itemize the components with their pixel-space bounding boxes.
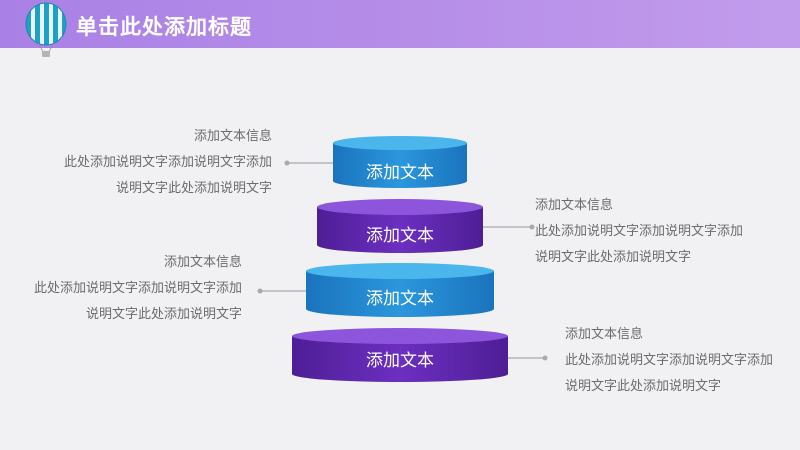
note-heading: 添加文本信息 [163, 255, 242, 270]
layer-disc-1[interactable] [333, 136, 467, 188]
note-heading: 添加文本信息 [565, 327, 644, 342]
header-bar: 单击此处添加标题 [0, 0, 800, 57]
layer-label-3: 添加文本 [366, 289, 434, 309]
note-line: 说明文字此处添加说明文字 [115, 181, 272, 196]
page-title[interactable]: 单击此处添加标题 [76, 15, 252, 39]
note-heading: 添加文本信息 [193, 129, 272, 144]
note-line: 说明文字此处添加说明文字 [85, 307, 242, 322]
layer-note-1: 添加文本信息 此处添加说明文字添加说明文字添加 说明文字此处添加说明文字 [64, 124, 272, 202]
layer-disc-3[interactable] [306, 263, 494, 317]
note-line: 此处添加说明文字添加说明文字添加 [535, 224, 744, 239]
connector-1 [284, 160, 333, 166]
note-heading: 添加文本信息 [535, 198, 614, 213]
note-line: 说明文字此处添加说明文字 [565, 379, 722, 394]
layer-disc-4[interactable] [292, 328, 508, 382]
layer-note-2: 添加文本信息 此处添加说明文字添加说明文字添加 说明文字此处添加说明文字 [535, 193, 743, 271]
connector-3 [257, 288, 312, 294]
layer-label-1: 添加文本 [366, 163, 434, 183]
layer-disc-2[interactable] [317, 199, 483, 253]
note-line: 此处添加说明文字添加说明文字添加 [33, 281, 242, 296]
layer-note-4: 添加文本信息 此处添加说明文字添加说明文字添加 说明文字此处添加说明文字 [565, 322, 773, 400]
layer-label-2: 添加文本 [366, 226, 434, 246]
note-line: 此处添加说明文字添加说明文字添加 [565, 353, 774, 368]
layer-note-3: 添加文本信息 此处添加说明文字添加说明文字添加 说明文字此处添加说明文字 [34, 250, 242, 328]
note-line: 说明文字此处添加说明文字 [535, 250, 692, 265]
layer-label-4: 添加文本 [366, 351, 434, 371]
note-line: 此处添加说明文字添加说明文字添加 [63, 155, 272, 170]
hot-air-balloon-icon [25, 2, 67, 57]
